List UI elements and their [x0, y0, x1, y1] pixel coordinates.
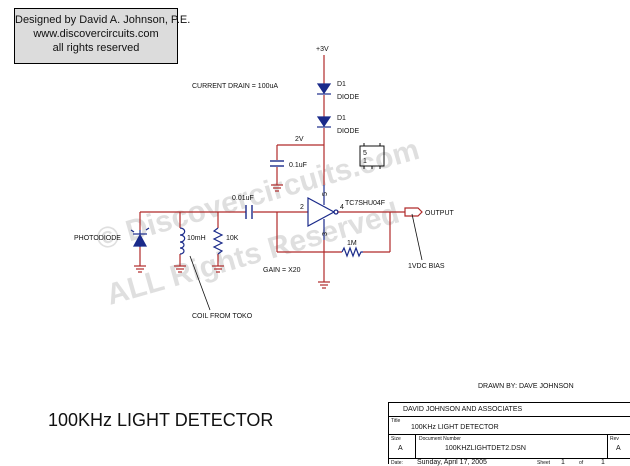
output-port	[404, 207, 423, 217]
tb-sheet-label: Sheet	[537, 460, 551, 466]
tb-title-value: 100KHz LIGHT DETECTOR	[411, 424, 499, 431]
capacitor-bypass	[270, 160, 284, 167]
diode-d1-upper	[316, 83, 332, 95]
node-2v-label: 2V	[295, 136, 304, 143]
capacitor-coupling	[245, 205, 253, 219]
coil-note-label: COIL FROM TOKO	[192, 313, 253, 320]
diode-d1-lower	[316, 116, 332, 128]
output-label: OUTPUT	[425, 210, 455, 217]
watermark: © Discovercircuits.com ALL Rights Reserv…	[93, 133, 423, 312]
tb-rev-value: A	[616, 445, 621, 452]
pin-3-label: 3	[322, 232, 329, 236]
cap-bypass-label: 0.1uF	[289, 162, 307, 169]
tb-size-value: A	[398, 445, 403, 452]
supply-label: +3V	[316, 46, 329, 53]
tb-docnum-label: Document Number	[419, 436, 461, 442]
pin-4-label: 4	[340, 204, 344, 211]
tb-date-value: Sunday, April 17, 2005	[417, 459, 487, 466]
package-pin-5: 5	[363, 150, 367, 157]
credit-line-designer: Designed by David A. Johnson, P.E.	[15, 14, 191, 26]
pin-5-label: 5	[322, 192, 329, 196]
d1-upper-type: DIODE	[337, 94, 360, 101]
tb-divider	[607, 434, 608, 458]
tb-of-label: of	[579, 460, 584, 466]
leader-lines	[189, 213, 423, 311]
tb-divider	[389, 416, 630, 417]
bias-label: 1VDC BIAS	[408, 263, 445, 270]
drawn-by-label: DRAWN BY: DAVE JOHNSON	[478, 383, 574, 390]
d1-lower-ref: D1	[337, 115, 346, 122]
schematic-labels: +3V CURRENT DRAIN = 100uA D1 DIODE D1 DI…	[74, 46, 455, 320]
tb-rev-label: Rev	[610, 436, 619, 442]
credit-line-website: www.discovercircuits.com	[33, 28, 159, 40]
tb-divider	[389, 458, 630, 459]
gain-label: GAIN = X20	[263, 267, 301, 274]
tb-docnum-value: 100KHZLIGHTDET2.DSN	[445, 445, 526, 452]
tb-of-value: 1	[601, 459, 605, 466]
tb-divider	[415, 434, 416, 458]
wires	[134, 55, 405, 289]
title-block: DAVID JOHNSON AND ASSOCIATES Title 100KH…	[388, 402, 630, 466]
d1-upper-ref: D1	[337, 81, 346, 88]
inverter-ic	[307, 185, 339, 240]
photodiode-label: PHOTODIODE	[74, 235, 121, 242]
resistor-10k-label: 10K	[226, 235, 239, 242]
pin-2-label: 2	[300, 204, 304, 211]
tb-divider	[389, 434, 630, 435]
inductor-label: 10mH	[187, 235, 206, 242]
credit-line-rights: all rights reserved	[52, 42, 140, 54]
photodiode	[130, 227, 150, 247]
ic-name-label: TC7SHU04F	[345, 200, 385, 207]
page-title: 100KHz LIGHT DETECTOR	[48, 410, 274, 430]
inductor-10mh	[179, 227, 186, 255]
cap-coupling-label: 0.01uF	[232, 195, 254, 202]
current-drain-label: CURRENT DRAIN = 100uA	[192, 83, 278, 90]
tb-company: DAVID JOHNSON AND ASSOCIATES	[403, 406, 523, 413]
resistor-10k	[212, 227, 224, 255]
tb-sheet-value: 1	[561, 459, 565, 466]
package-pin-1: 1	[363, 158, 367, 165]
tb-date-label: Date:	[391, 460, 403, 466]
credit-box: Designed by David A. Johnson, P.E. www.d…	[14, 8, 191, 64]
tb-size-label: Size	[391, 436, 401, 442]
resistor-1m	[341, 246, 363, 258]
tb-title-label: Title	[391, 418, 401, 424]
d1-lower-type: DIODE	[337, 128, 360, 135]
resistor-1m-label: 1M	[347, 240, 357, 247]
ic-package	[359, 143, 385, 169]
